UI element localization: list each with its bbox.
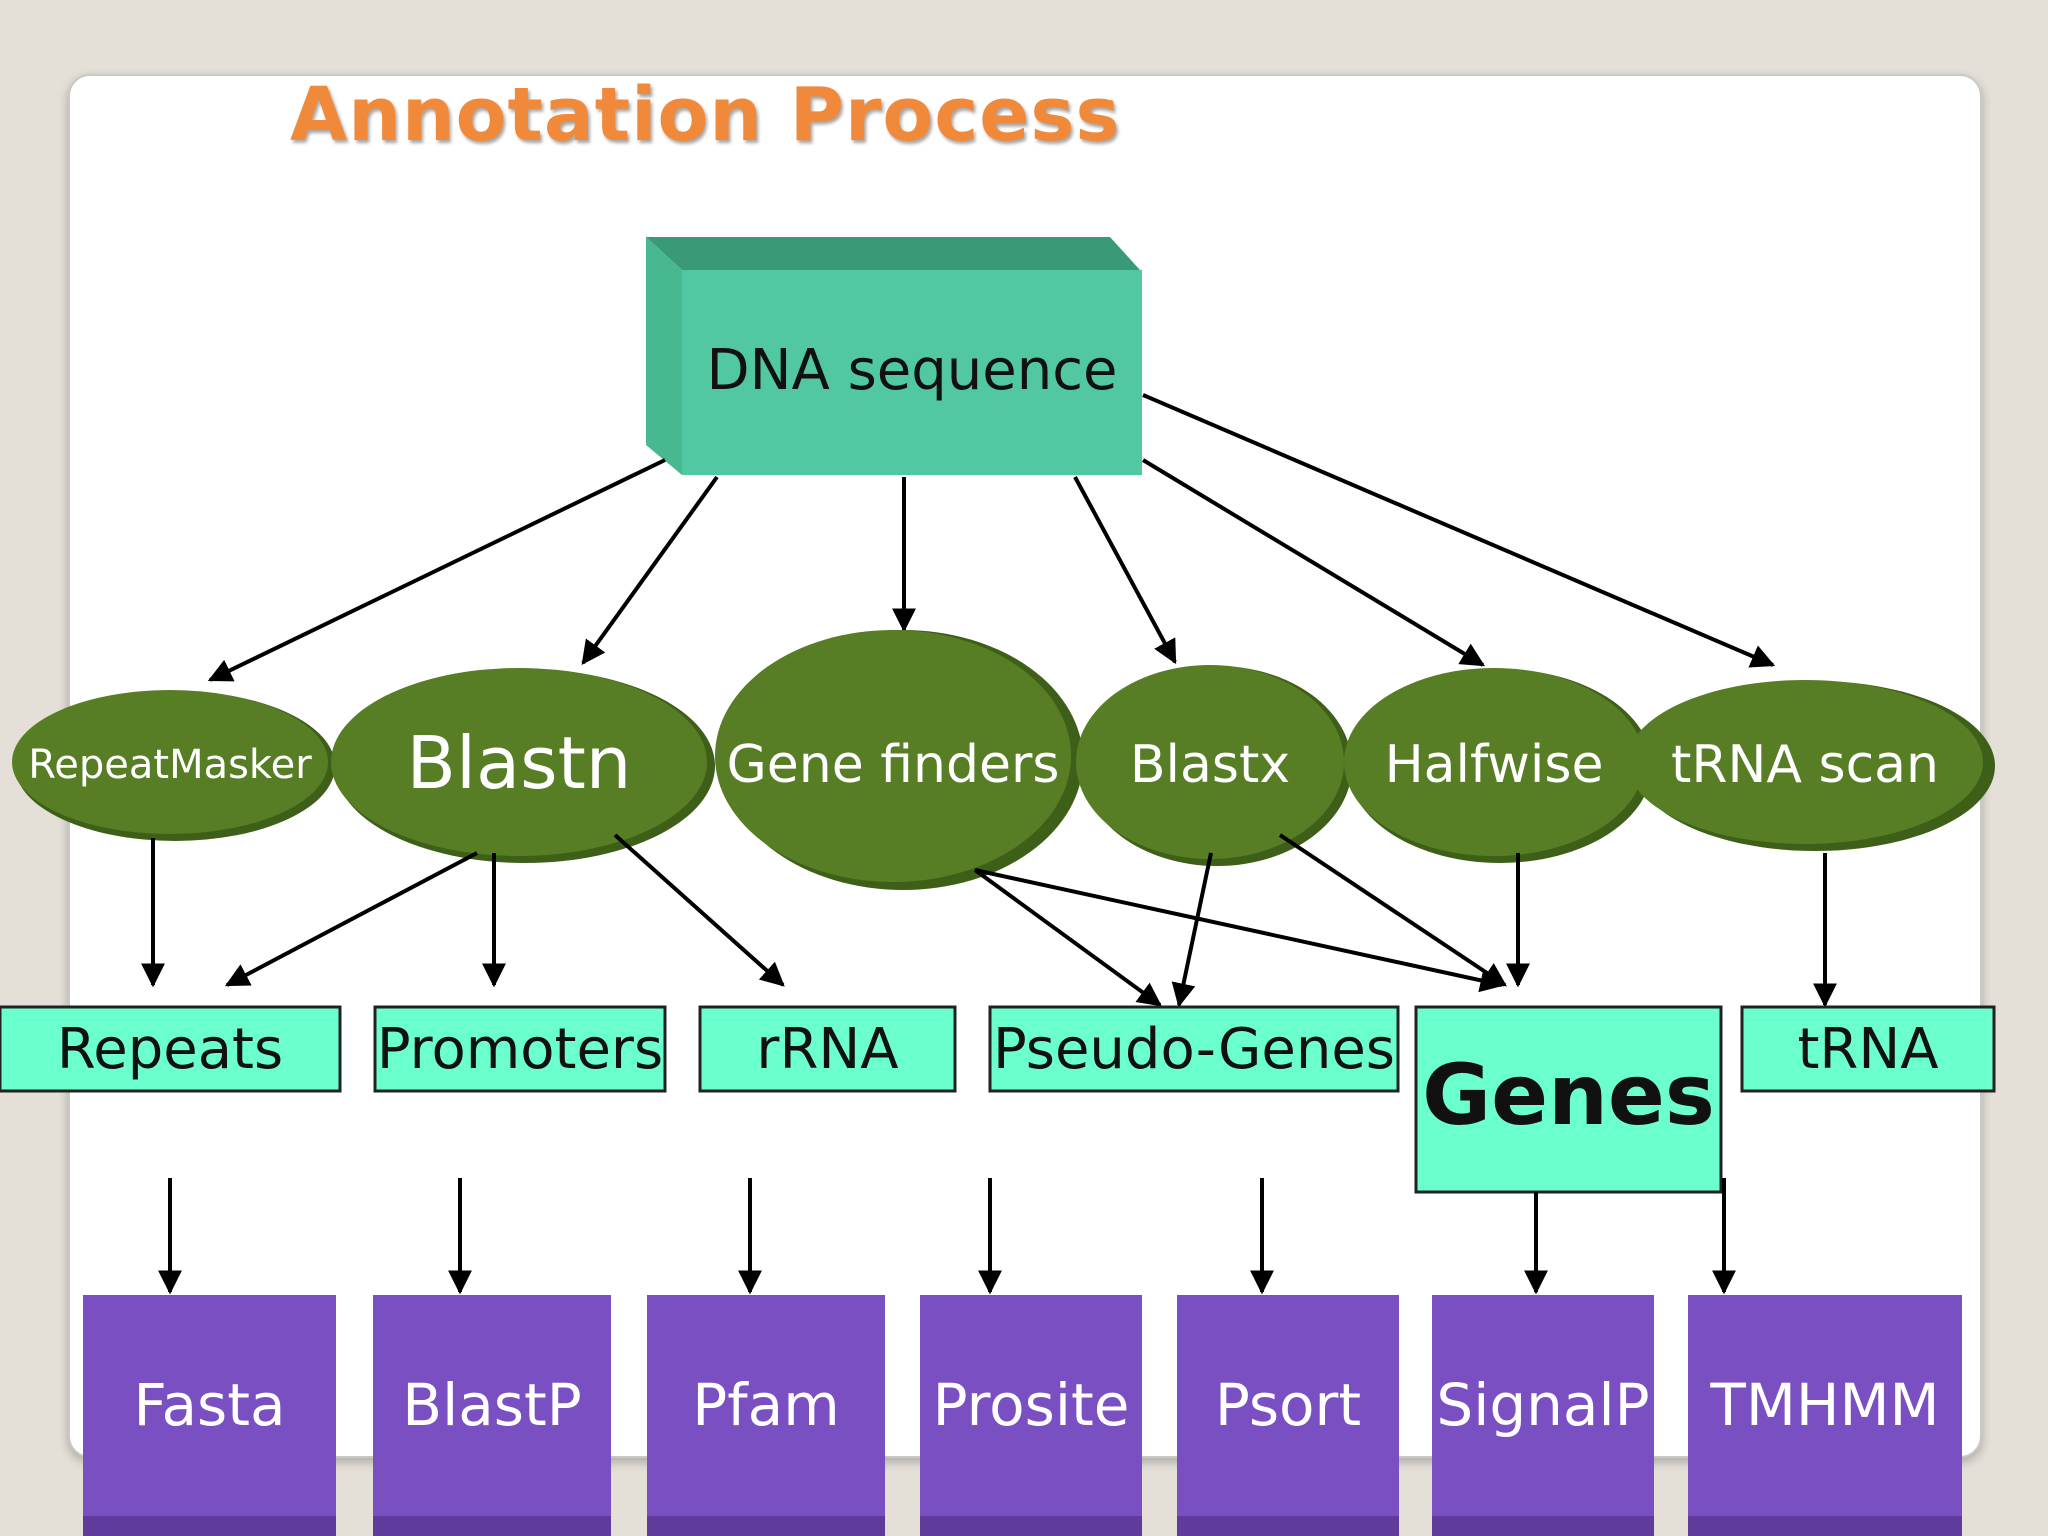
repeats-box: [0, 1005, 342, 1093]
blastn-ellipse: [331, 668, 707, 856]
halfwise-ellipse: [1344, 668, 1644, 856]
trna-scan-ellipse: [1627, 680, 1983, 844]
method-label-blastn: Blastn: [406, 720, 632, 805]
feature-label-promoters: Promoters: [376, 1016, 664, 1082]
feature-boxes: [0, 1005, 1996, 1194]
blastx-ellipse: [1076, 665, 1344, 859]
gene-finders-ellipse: [715, 630, 1071, 882]
method-label-gene-finders: Gene finders: [726, 735, 1060, 795]
blastp-box: [373, 1295, 611, 1536]
prosite-box: [920, 1295, 1142, 1536]
pseudo-genes-box: [988, 1005, 1400, 1093]
method-arrows: [141, 833, 1837, 1008]
dna-sequence-label: DNA sequence: [706, 337, 1118, 403]
method-label-halfwise: Halfwise: [1384, 735, 1604, 795]
pfam-box: [647, 1295, 885, 1536]
promoters-box: [373, 1005, 667, 1093]
feature-label-rrna: rRNA: [756, 1016, 899, 1082]
dna-sequence-box: [646, 237, 1142, 475]
tool-label-tmhmm: TMHMM: [1710, 1371, 1940, 1439]
rrna-box: [698, 1005, 957, 1093]
tool-label-fasta: Fasta: [133, 1371, 286, 1439]
tool-boxes: [83, 1295, 1962, 1536]
method-label-repeatmasker: RepeatMasker: [28, 742, 312, 788]
source-arrows: [207, 393, 1776, 682]
slide-title: Annotation Process: [290, 72, 1121, 158]
repeatmasker-ellipse: [12, 690, 328, 834]
tmhmm-box: [1688, 1295, 1962, 1536]
fasta-box: [83, 1295, 336, 1536]
tool-label-prosite: Prosite: [932, 1371, 1130, 1439]
trna-box: [1740, 1005, 1996, 1093]
feature-label-trna: tRNA: [1797, 1016, 1939, 1082]
feature-label-pseudo-genes: Pseudo-Genes: [993, 1016, 1395, 1082]
tool-label-signalp: SignalP: [1436, 1371, 1650, 1439]
method-label-trna-scan: tRNA scan: [1670, 735, 1940, 795]
genes-box: [1414, 1005, 1723, 1194]
tool-label-blastp: BlastP: [402, 1371, 582, 1439]
tool-arrows: [158, 1178, 1736, 1295]
tool-label-psort: Psort: [1214, 1371, 1362, 1439]
method-ellipses: [12, 630, 1995, 890]
tool-label-pfam: Pfam: [692, 1371, 840, 1439]
feature-label-repeats: Repeats: [56, 1016, 284, 1082]
feature-label-genes: Genes: [1422, 1046, 1715, 1144]
method-label-blastx: Blastx: [1129, 735, 1291, 795]
psort-box: [1177, 1295, 1399, 1536]
signalp-box: [1432, 1295, 1654, 1536]
